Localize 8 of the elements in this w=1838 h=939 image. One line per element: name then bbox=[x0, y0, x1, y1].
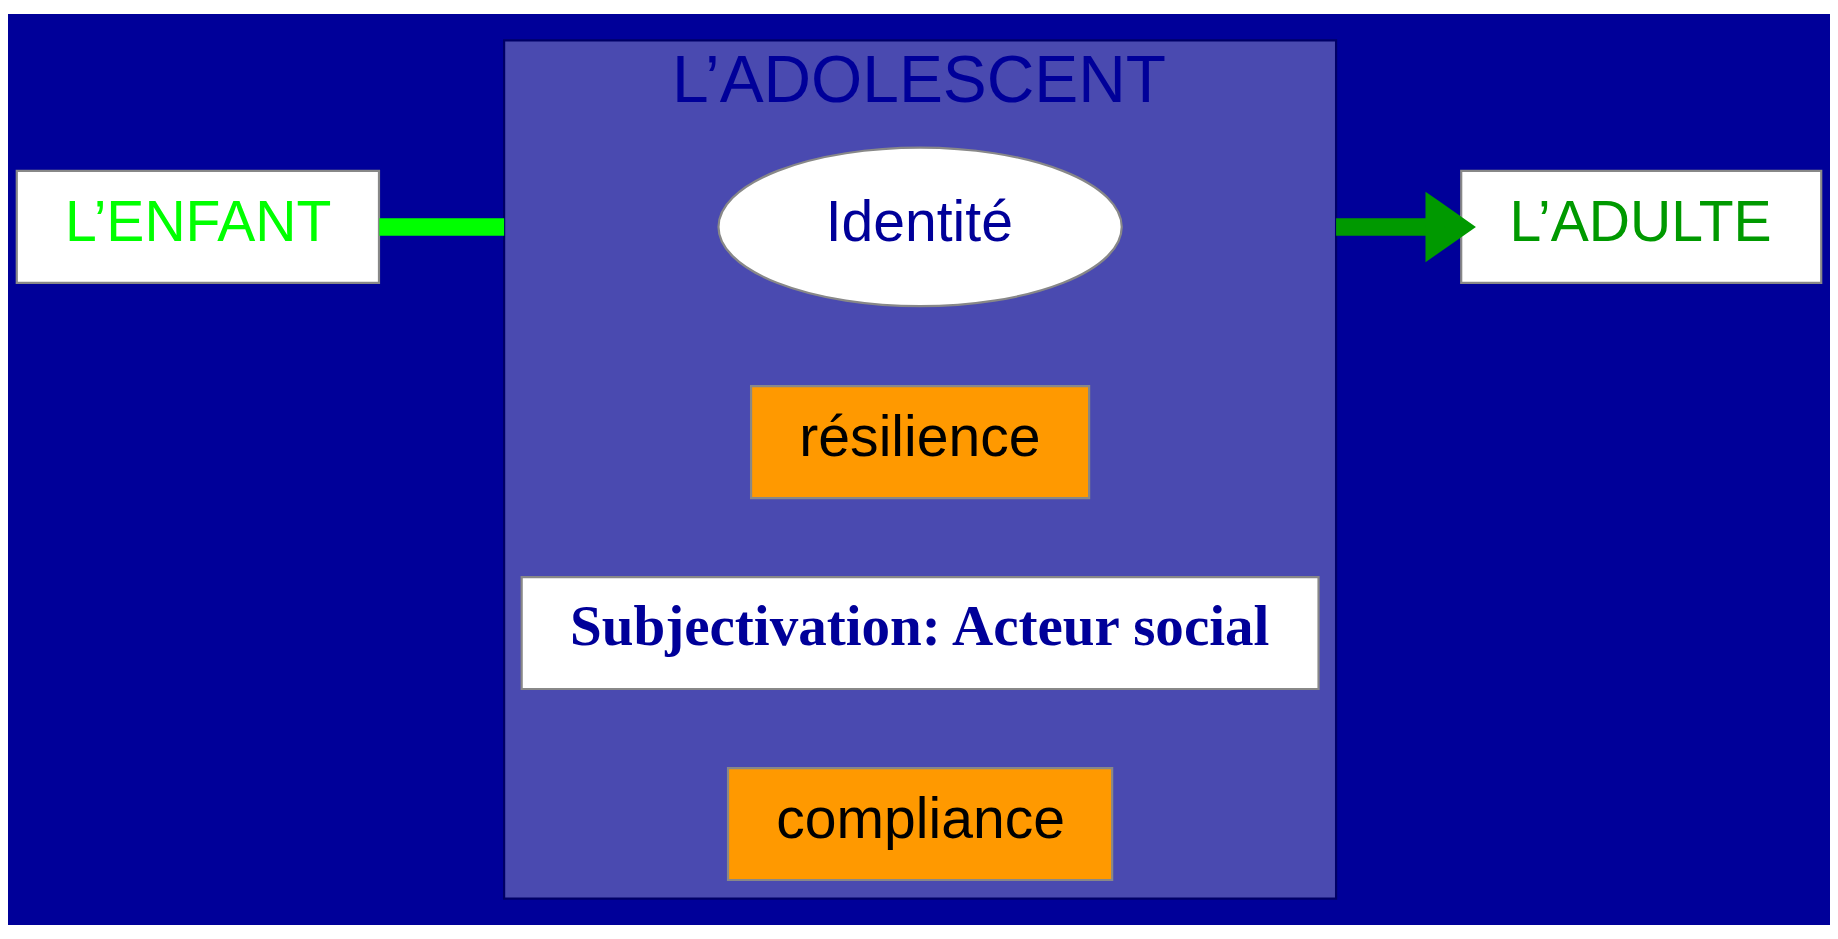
arrow bbox=[1336, 191, 1476, 263]
node-box: L’ENFANT bbox=[15, 169, 381, 284]
node-box: résilience bbox=[749, 384, 1091, 500]
connector bbox=[379, 218, 505, 236]
node-box: L’ADULTE bbox=[1460, 169, 1823, 284]
node-box: Subjectivation: Acteur social bbox=[520, 575, 1320, 691]
node-box: compliance bbox=[726, 766, 1114, 882]
node-ellipse: Identité bbox=[717, 146, 1123, 308]
